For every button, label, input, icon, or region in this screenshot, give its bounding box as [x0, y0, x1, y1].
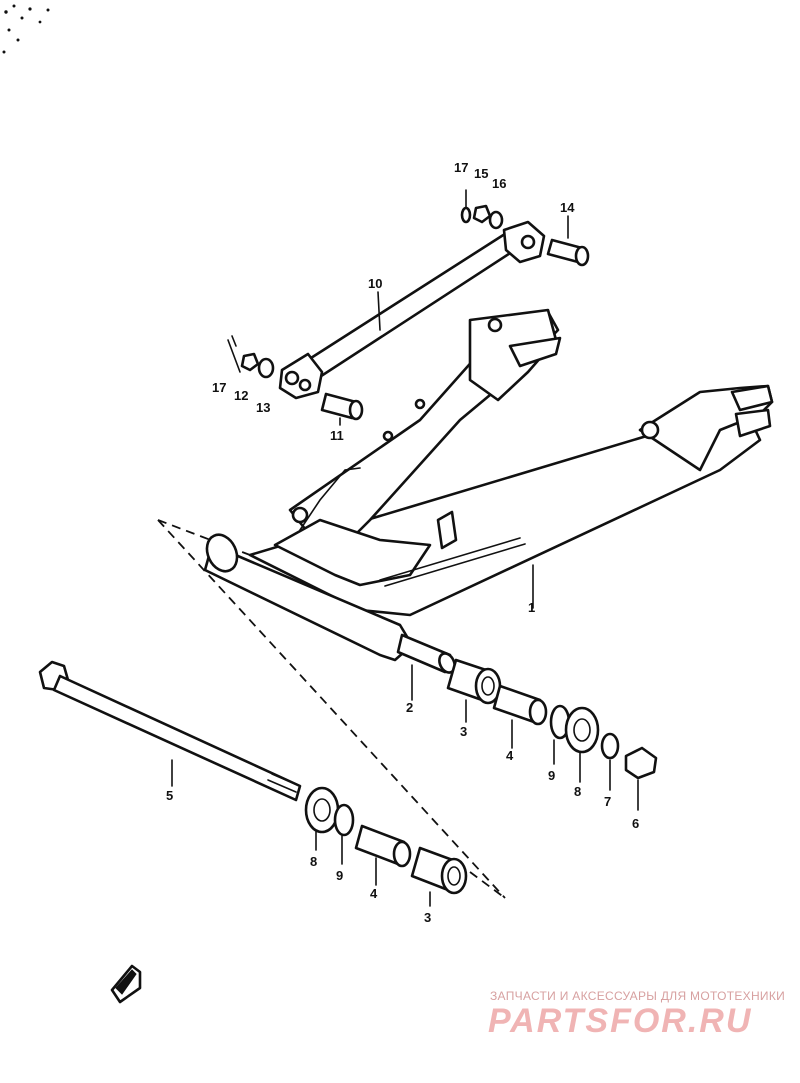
label-part-11: 11 — [330, 428, 344, 443]
label-part-9-left: 9 — [336, 868, 343, 883]
label-part-6: 6 — [632, 816, 639, 831]
label-part-17-left: 17 — [212, 380, 226, 395]
label-part-13: 13 — [256, 400, 270, 415]
label-part-8-left: 8 — [310, 854, 317, 869]
label-part-12: 12 — [234, 388, 248, 403]
label-part-5: 5 — [166, 788, 173, 803]
label-part-3-left: 3 — [424, 910, 431, 925]
scan-noise — [2, 4, 50, 54]
label-part-10: 10 — [368, 276, 382, 291]
label-part-4-left: 4 — [370, 886, 378, 901]
left-hardware-stack — [304, 786, 468, 895]
pivot-spacer-part-2 — [396, 633, 456, 674]
fasteners-top — [460, 189, 504, 230]
label-part-7: 7 — [604, 794, 611, 809]
torque-rod-part-10 — [278, 220, 546, 400]
label-part-1: 1 — [528, 600, 535, 615]
label-part-3-right: 3 — [460, 724, 467, 739]
pivot-axle-part-5 — [38, 660, 302, 802]
label-part-16: 16 — [492, 176, 506, 191]
watermark: ЗАПЧАСТИ И АКСЕССУАРЫ ДЛЯ МОТОТЕХНИКИ PA… — [488, 989, 785, 1040]
label-part-14: 14 — [560, 200, 575, 215]
front-arrow-icon — [110, 964, 142, 1004]
watermark-brand: PARTSFOR.RU — [488, 1002, 752, 1040]
label-part-17-top: 17 — [454, 160, 468, 175]
label-part-15: 15 — [474, 166, 488, 181]
bolt-part-11 — [320, 392, 364, 421]
leader-lines — [171, 215, 639, 907]
watermark-caption: ЗАПЧАСТИ И АКСЕССУАРЫ ДЛЯ МОТОТЕХНИКИ — [490, 989, 785, 1003]
part-number-labels: 1 2 3 4 9 8 7 6 5 8 9 4 3 10 11 12 13 17… — [166, 160, 639, 925]
swingarm-body — [203, 308, 774, 662]
label-part-9-right: 9 — [548, 768, 555, 783]
label-part-8-right: 8 — [574, 784, 581, 799]
label-part-2: 2 — [406, 700, 413, 715]
label-part-4-right: 4 — [506, 748, 514, 763]
fasteners-left — [227, 335, 275, 379]
right-hardware-stack — [446, 658, 658, 780]
bolt-part-14 — [546, 238, 590, 267]
